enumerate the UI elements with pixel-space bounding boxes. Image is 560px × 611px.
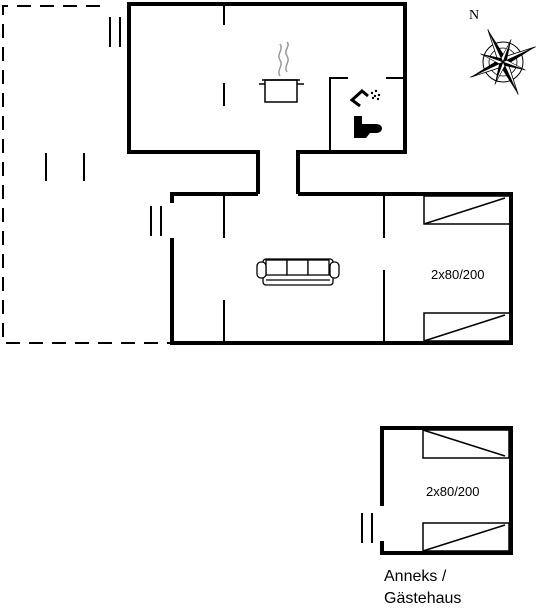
house-walls [127, 2, 513, 345]
toilet-icon [354, 116, 382, 138]
door-mark-lower [150, 206, 162, 236]
annex-bed-label: 2x80/200 [426, 484, 480, 499]
sofa-icon [256, 258, 340, 286]
terrace-outline [2, 5, 170, 344]
annex-bed-lower [422, 522, 510, 552]
bed-lower [423, 312, 511, 342]
annex-bed-upper [422, 429, 510, 459]
shower-icon [349, 89, 381, 108]
bedroom-bed-label: 2x80/200 [431, 267, 485, 282]
stove-pot-icon [259, 41, 304, 103]
north-label: N [469, 8, 479, 23]
door-mark-upper [109, 17, 121, 47]
annex-caption-line2: Gästehaus [384, 590, 462, 607]
compass-rose-icon [470, 29, 536, 95]
annex-door-mark [361, 513, 373, 543]
annex-caption-line1: Anneks / [384, 568, 447, 585]
interior-walls [223, 4, 405, 343]
annex-walls [380, 426, 513, 555]
bed-upper [423, 195, 511, 225]
annex-caption: Anneks / Gästehaus [384, 566, 461, 610]
terrace-marks [45, 153, 85, 181]
